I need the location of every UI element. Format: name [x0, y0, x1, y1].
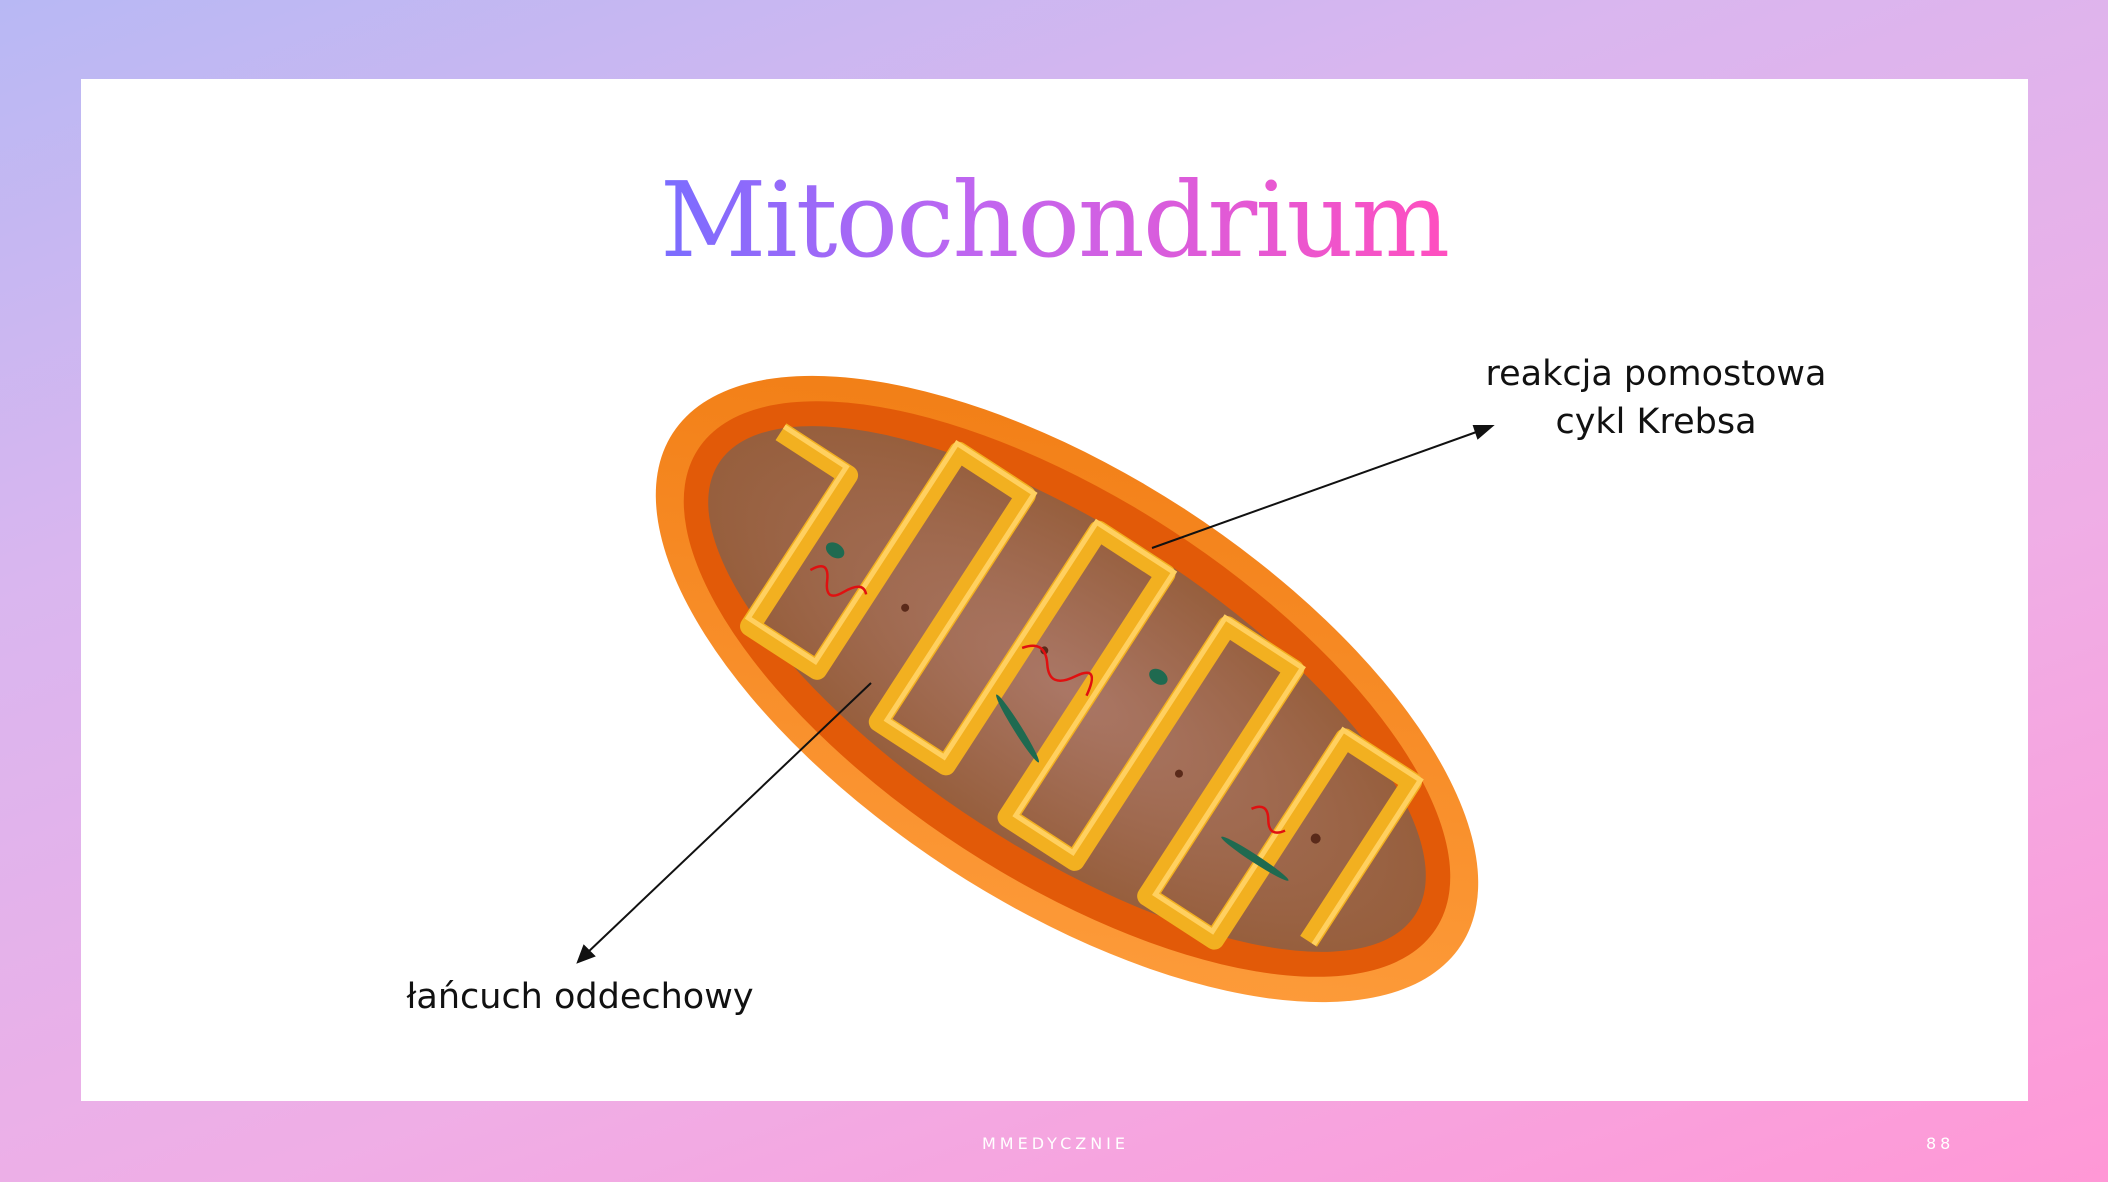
cristae-highlight [744, 424, 1424, 946]
label-matrix: reakcja pomostowa cykl Krebsa [1456, 350, 1856, 446]
slide-title: Mitochondrium [0, 150, 2108, 290]
footer-brand: MMEDYCZNIE [982, 1134, 1129, 1153]
granules [825, 542, 1289, 881]
cristae [740, 423, 1423, 950]
label-respiratory-chain: łańcuch oddechowy [406, 977, 754, 1017]
title-text: Mitochondrium [659, 159, 1450, 281]
annotation-arrows [576, 425, 1495, 964]
dna [809, 565, 1286, 834]
label-bridge-reaction: reakcja pomostowa [1485, 354, 1827, 394]
label-krebs-cycle: cykl Krebsa [1555, 402, 1757, 442]
page-number: 88 [1926, 1134, 1955, 1153]
